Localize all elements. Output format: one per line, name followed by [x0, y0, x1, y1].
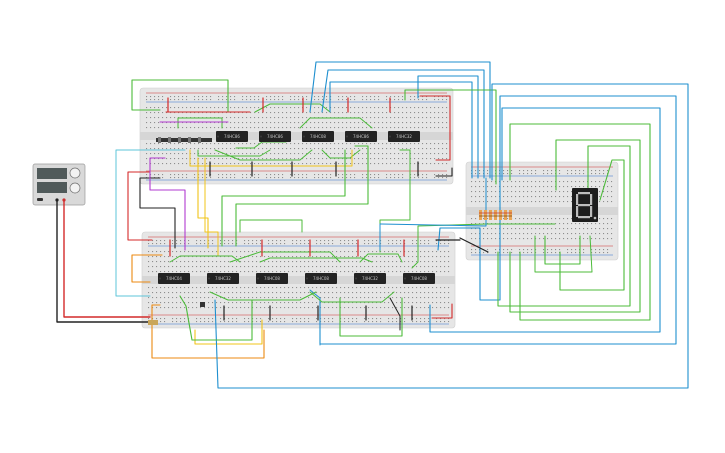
chip-label: 74HC32	[362, 276, 378, 281]
chips-bottom: 74HC04 74HC32 74HC08 74HC08 74HC32 74HC08	[158, 273, 435, 284]
chip-label: 74HC08	[264, 276, 280, 281]
seven-segment-display-icon: 8.	[572, 188, 598, 222]
dc-power-supply-icon	[32, 163, 86, 206]
input-switches[interactable]	[156, 137, 212, 143]
ic-chip: 74HC08	[305, 273, 337, 284]
chips-top: 74HC86 74HC86 74HC08 74HC86 74HC32	[216, 131, 420, 142]
chip-label: 74HC08	[411, 276, 427, 281]
ic-chip: 74HC08	[256, 273, 288, 284]
end-connectors	[148, 302, 205, 325]
chip-label: 74HC86	[353, 134, 369, 139]
chip-label: 74HC32	[396, 134, 412, 139]
resistor-array	[479, 210, 512, 220]
chip-label: 74HC86	[224, 134, 240, 139]
chip-label: 74HC32	[215, 276, 231, 281]
chip-label: 74HC08	[310, 134, 326, 139]
ic-chip: 74HC32	[207, 273, 239, 284]
ic-chip: 74HC08	[403, 273, 435, 284]
ic-chip: 74HC04	[158, 273, 190, 284]
ic-chip: 74HC08	[302, 131, 334, 142]
ic-chip: 74HC32	[354, 273, 386, 284]
ic-chip: 74HC86	[259, 131, 291, 142]
display-digit: 8.	[585, 208, 587, 210]
chip-label: 74HC08	[313, 276, 329, 281]
ic-chip: 74HC32	[388, 131, 420, 142]
chip-label: 74HC04	[166, 276, 182, 281]
power-jumpers	[159, 97, 461, 321]
ic-chip: 74HC86	[216, 131, 248, 142]
ic-chip: 74HC86	[345, 131, 377, 142]
chip-label: 74HC86	[267, 134, 283, 139]
